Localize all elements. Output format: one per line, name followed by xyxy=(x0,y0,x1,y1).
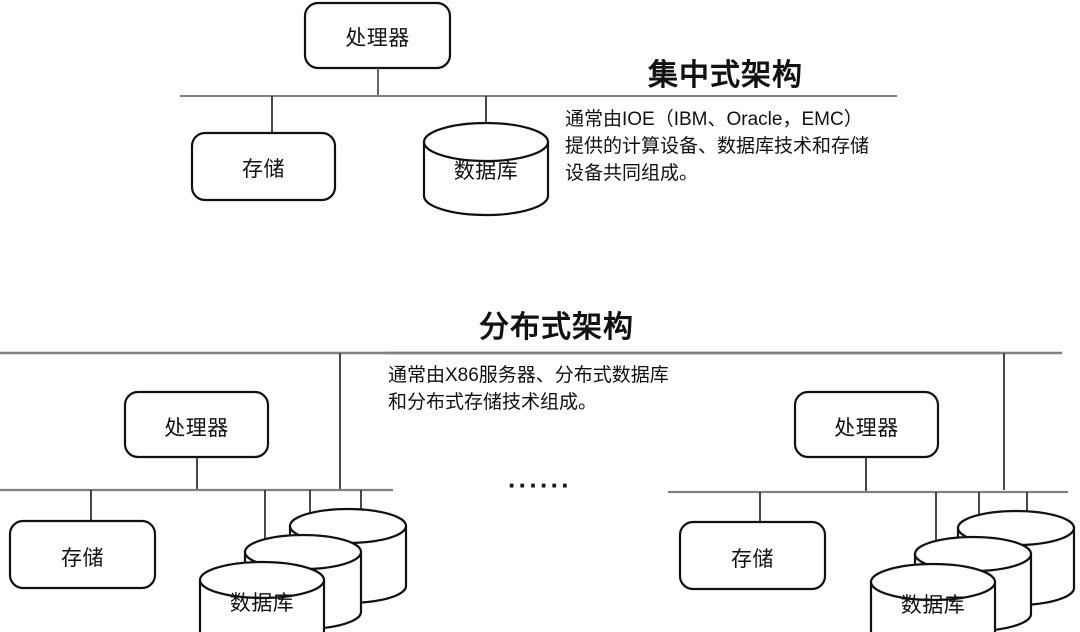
centralized-section-graphics xyxy=(180,1,897,217)
distributed-description: 通常由X86服务器、分布式数据库 和分布式存储技术组成。 xyxy=(388,365,669,413)
cluster-left-graphics xyxy=(0,390,408,632)
centralized-storage-box xyxy=(190,131,337,202)
cluster-right-database-cylinder-front xyxy=(869,562,997,632)
distributed-title: 分布式架构 xyxy=(479,311,634,344)
cluster-left-processor-box xyxy=(123,390,270,459)
centralized-processor-box xyxy=(303,1,452,70)
distributed-section-graphics xyxy=(0,351,1076,632)
centralized-database-cylinder xyxy=(422,121,550,217)
cluster-right-graphics xyxy=(668,390,1076,632)
cluster-right-processor-box xyxy=(793,390,940,459)
centralized-description: 通常由IOE（IBM、Oracle，EMC） 提供的计算设备、数据库技术和存储 … xyxy=(565,109,870,184)
cluster-separator-ellipsis: ······ xyxy=(508,470,572,500)
cluster-left-database-cylinder-front xyxy=(198,560,326,632)
cluster-right-storage-box xyxy=(678,520,827,591)
centralized-title: 集中式架构 xyxy=(648,59,803,92)
cluster-left-storage-box xyxy=(8,519,157,590)
